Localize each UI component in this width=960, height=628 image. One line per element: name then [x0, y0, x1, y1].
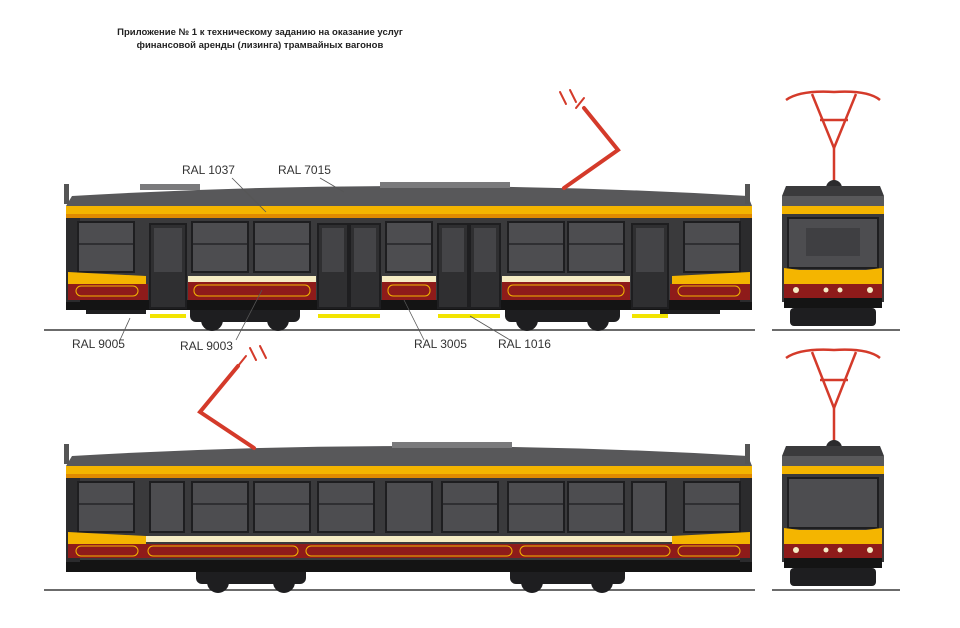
label-ral-3005: RAL 3005 — [414, 337, 467, 351]
tram-side-view-bottom — [44, 345, 755, 593]
label-ral-1037: RAL 1037 — [182, 163, 235, 177]
pantograph-bottom — [197, 345, 267, 450]
label-ral-9005: RAL 9005 — [72, 337, 125, 351]
panel-outlines-bottom — [75, 545, 741, 557]
pantograph-top — [559, 89, 621, 190]
tram-front-view-bottom — [772, 348, 900, 591]
step-lights — [150, 314, 668, 318]
skirt — [66, 298, 752, 310]
door-glass — [154, 228, 664, 272]
label-ral-1016: RAL 1016 — [498, 337, 551, 351]
title-line-1: Приложение № 1 к техническому заданию на… — [117, 27, 403, 38]
label-ral-7015: RAL 7015 — [278, 163, 331, 177]
title-line-2: финансовой аренды (лизинга) трамвайных в… — [136, 40, 384, 51]
label-ral-9003: RAL 9003 — [180, 339, 233, 353]
window-group — [77, 221, 741, 273]
tram-side-view-top — [44, 89, 755, 331]
tram-front-view-top — [772, 90, 900, 331]
document-title: Приложение № 1 к техническому заданию на… — [40, 26, 480, 52]
window-group-bottom — [77, 481, 741, 533]
panel-outlines — [75, 284, 741, 297]
roof — [66, 186, 752, 206]
pantograph-front-top — [785, 90, 881, 182]
pantograph-front-bottom — [785, 348, 881, 442]
yellow-belt — [66, 206, 752, 216]
label-leaders-top — [119, 177, 511, 341]
